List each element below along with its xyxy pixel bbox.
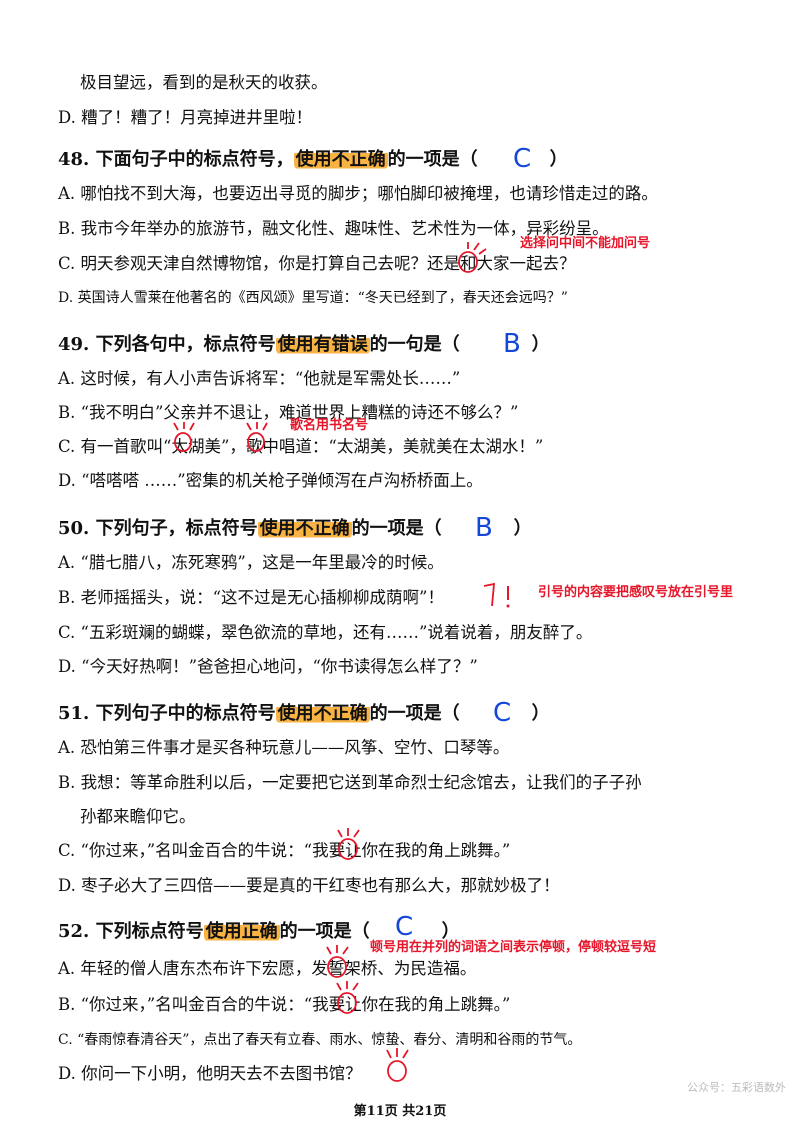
option-a: A. 这时候，有人小声告诉将军：“他就是军需处长……”: [58, 369, 461, 388]
option-a: A. “腊七腊八，冻死寒鸦”，这是一年里最冷的时候。: [58, 553, 444, 572]
question-stem: 51. 下列句子中的标点符号: [58, 703, 276, 724]
highlighted-phrase: 使用不正确: [293, 149, 388, 170]
option-a: A. 年轻的僧人唐东杰布许下宏愿，发誓架桥、为民造福。: [58, 959, 477, 978]
option-b: B. “我不明白”父亲并不退让，难道世界上糟糕的诗还不够么？”: [58, 403, 519, 422]
question-stem: 49. 下列各句中，标点符号: [58, 334, 276, 355]
question-stem: 50. 下列句子，标点符号: [58, 518, 258, 539]
option-d: D. 枣子必大了三四倍——要是真的干红枣也有那么大，那就妙极了！: [58, 876, 560, 895]
option-c: C. 有一首歌叫“太湖美”，歌中唱道：“太湖美，美就美在太湖水！”: [58, 437, 544, 456]
annotation-note: 歌名用书名号: [290, 418, 369, 433]
page-number: 第11页 共21页: [353, 1104, 447, 1119]
correction-mark-icon: [483, 582, 510, 608]
highlighted-phrase: 使用不正确: [257, 518, 352, 539]
option-d: D. “嗒嗒嗒 ……”密集的机关枪子弹倾泻在卢沟桥桥面上。: [58, 471, 483, 490]
question-stem: 52. 下列标点符号: [58, 921, 204, 942]
question-49: 49. 下列各句中，标点符号使用有错误的一句是（ ）: [58, 333, 550, 357]
question-52: 52. 下列标点符号使用正确的一项是（ ）: [58, 920, 460, 944]
option-d: D. 你问一下小明，他明天去不去图书馆？: [58, 1064, 362, 1083]
option-b-continued: 孙都来瞻仰它。: [80, 807, 196, 826]
highlighted-phrase: 使用不正确: [275, 703, 370, 724]
option-b: B. 我想：等革命胜利以后，一定要把它送到革命烈士纪念馆去，让我们的子子孙: [58, 773, 642, 792]
annotation-note: 选择问中间不能加问号: [520, 236, 651, 251]
highlighted-phrase: 使用有错误: [275, 334, 370, 355]
annotation-note: 引号的内容要把感叹号放在引号里: [538, 585, 734, 600]
question-48: 48. 下面句子中的标点符号，使用不正确的一项是（ ）: [58, 148, 568, 172]
question-stem-end: 的一项是（ ）: [351, 518, 532, 539]
circle-mark-icon: [337, 828, 360, 860]
handwritten-answer: B: [475, 513, 493, 543]
watermark: 公众号：五彩语数外: [687, 1081, 786, 1094]
option-c: C. “你过来，”名叫金百合的牛说：“我要让你在我的角上跳舞。”: [58, 841, 511, 860]
circle-mark-icon: [246, 422, 268, 452]
question-stem: 48. 下面句子中的标点符号，: [58, 149, 294, 170]
handwritten-answer: B: [503, 329, 521, 359]
circle-mark-icon: [458, 242, 487, 273]
option-b: B. 我市今年举办的旅游节，融文化性、趣味性、艺术性为一体，异彩纷呈。: [58, 219, 609, 238]
option-d: D. 英国诗人雪莱在他著名的《西风颂》里写道：“冬天已经到了，春天还会远吗？”: [58, 290, 568, 306]
option-a: A. 恐怕第三件事才是买各种玩意儿——风筝、空竹、口琴等。: [58, 738, 510, 757]
option-c: C. “春雨惊春清谷天”，点出了春天有立春、雨水、惊蛰、春分、清明和谷雨的节气。: [58, 1032, 582, 1048]
option-b: B. 老师摇摇头，说：“这不过是无心插柳柳成荫啊”！: [58, 588, 444, 607]
handwritten-answer: C: [513, 144, 532, 174]
question-50: 50. 下列句子，标点符号使用不正确的一项是（ ）: [58, 517, 532, 541]
option-d: D. 糟了！糟了！月亮掉进井里啦！: [58, 108, 313, 127]
circle-mark-icon: [173, 422, 195, 452]
option-a: A. 哪怕找不到大海，也要迈出寻觅的脚步；哪怕脚印被掩埋，也请珍惜走过的路。: [58, 184, 658, 203]
handwritten-answer: C: [493, 698, 512, 728]
question-stem-end: 的一项是（ ）: [279, 921, 460, 942]
question-51: 51. 下列句子中的标点符号使用不正确的一项是（ ）: [58, 702, 550, 726]
circle-mark-icon: [336, 981, 359, 1014]
question-stem-end: 的一项是（ ）: [369, 703, 550, 724]
option-c: C. “五彩斑斓的蝴蝶，翠色欲流的草地，还有……”说着说着，朋友醉了。: [58, 623, 593, 642]
option-b: B. “你过来，”名叫金百合的牛说：“我要让你在我的角上跳舞。”: [58, 995, 511, 1014]
handwritten-answer: C: [395, 912, 414, 942]
circle-mark-icon: [326, 945, 349, 978]
question-stem-end: 的一句是（ ）: [369, 334, 550, 355]
annotation-note: 顿号用在并列的词语之间表示停顿，停顿较逗号短: [370, 940, 657, 955]
option-d: D. “今天好热啊！”爸爸担心地问，“你书读得怎么样了？”: [58, 657, 478, 676]
question-stem-end: 的一项是（ ）: [387, 149, 568, 170]
circle-mark-icon: [386, 1048, 409, 1082]
option-c: C. 明天参观天津自然博物馆，你是打算自己去呢？还是和大家一起去？: [58, 254, 576, 273]
highlighted-phrase: 使用正确: [203, 921, 280, 942]
text-line: 极目望远，看到的是秋天的收获。: [80, 73, 328, 92]
